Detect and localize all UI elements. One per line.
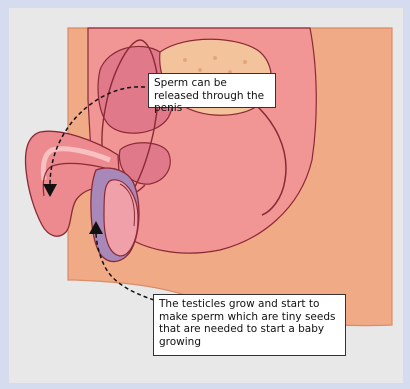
- release-callout: Sperm can be released through the penis: [148, 73, 276, 108]
- testicles-callout: The testicles grow and start to make spe…: [153, 294, 346, 356]
- testicles-callout-text: The testicles grow and start to make spe…: [159, 298, 335, 348]
